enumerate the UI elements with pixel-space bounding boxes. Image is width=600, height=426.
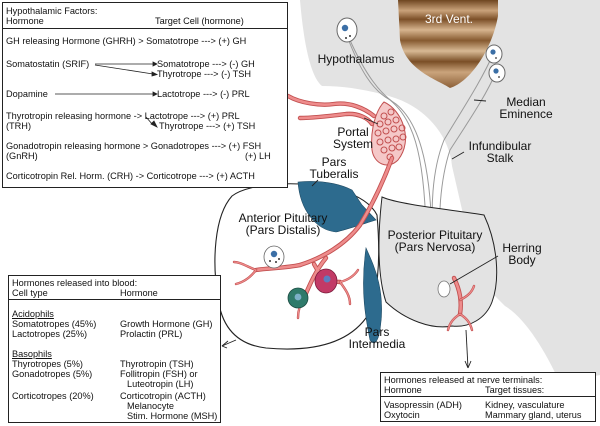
factor-row-srif-target-1: Somatotrope ---> (-) GH xyxy=(157,59,255,69)
nerve-hormone-oxytocin: Oxytocin xyxy=(384,410,420,420)
acidophils-heading: Acidophils xyxy=(12,309,54,319)
blood-header-rule xyxy=(9,299,220,300)
pars-tuberalis xyxy=(297,181,377,233)
baso-hormone-msh: Stim. Hormone (MSH) xyxy=(127,411,218,421)
factor-row-dopamine: Dopamine xyxy=(6,89,48,99)
baso-hormone-melanocyte: Melanocyte xyxy=(127,401,174,411)
factor-row-crh: Corticotropin Rel. Horm. (CRH) -> Cortic… xyxy=(6,171,255,181)
factor-row-trh: Thyrotropin releasing hormone -> Lactotr… xyxy=(6,111,240,121)
factor-row-trh-abbr: (TRH) xyxy=(6,121,32,131)
baso-hormone-tsh: Thyrotropin (TSH) xyxy=(120,359,194,369)
label-posterior-pituitary: Posterior Pituitary(Pars Nervosa) xyxy=(387,228,483,254)
nerve-box-title: Hormones released at nerve terminals: xyxy=(384,375,543,385)
label-anterior-pituitary: Anterior Pituitary(Pars Distalis) xyxy=(238,211,328,237)
portal-capillary-plexus xyxy=(371,101,407,166)
baso-cell-thyrotropes: Thyrotropes (5%) xyxy=(12,359,83,369)
baso-hormone-lh: Luteotropin (LH) xyxy=(127,379,194,389)
nerve-target-kidney: Kidney, vasculature xyxy=(485,400,565,410)
label-third-ventricle: 3rd Vent. xyxy=(424,12,474,26)
factor-row-gnrh-target-2: (+) LH xyxy=(245,151,271,161)
nerve-hormone-vasopressin: Vasopressin (ADH) xyxy=(384,400,462,410)
baso-cell-corticotropes: Corticotropes (20%) xyxy=(12,391,94,401)
blood-box-title: Hormones released into blood: xyxy=(12,278,138,288)
hypothalamic-header-rule xyxy=(3,28,287,29)
hypothalamic-col-target: Target Cell (hormone) xyxy=(155,16,244,26)
factor-arrows xyxy=(55,61,159,128)
hypothalamus-tissue xyxy=(300,0,600,383)
basophils-heading: Basophils xyxy=(12,349,52,359)
nerve-col-hormone: Hormone xyxy=(384,385,422,395)
baso-cell-gonadotropes: Gonadotropes (5%) xyxy=(12,369,93,379)
pars-intermedia xyxy=(363,246,382,343)
blood-col-cell: Cell type xyxy=(12,288,48,298)
nerve-terminal-hormones-box: Hormones released at nerve terminals: Ho… xyxy=(380,372,596,422)
herring-body xyxy=(437,280,451,298)
factor-row-trh-target-2: Thyrotrope ---> (+) TSH xyxy=(159,121,256,131)
hypothalamic-factors-box: Hypothalamic Factors: Hormone Target Cel… xyxy=(2,2,288,188)
nerve-col-target: Target tissues: xyxy=(485,385,545,395)
factor-row-srif-target-2: Thyrotrope ---> (-) TSH xyxy=(157,69,252,79)
baso-hormone-fsh: Follitropin (FSH) or xyxy=(120,369,198,379)
factor-row-gnrh-abbr: (GnRH) xyxy=(6,151,38,161)
baso-hormone-acth: Corticotropin (ACTH) xyxy=(120,391,206,401)
hypothalamic-neurons xyxy=(336,17,506,83)
factor-row-dopamine-target: Lactotrope ---> (-) PRL xyxy=(157,89,250,99)
acid-cell-lactotropes: Lactotropes (25%) xyxy=(12,329,88,339)
factor-row-srif: Somatostatin (SRIF) xyxy=(6,59,90,69)
nerve-target-mammary: Mammary gland, uterus xyxy=(485,410,582,420)
hypothalamic-box-title: Hypothalamic Factors: xyxy=(6,6,98,16)
acid-hormone-prl: Prolactin (PRL) xyxy=(120,329,183,339)
blood-hormones-box: Hormones released into blood: Cell type … xyxy=(8,275,221,423)
leader-lines xyxy=(221,99,499,369)
factor-row-gnrh: Gonadotropin releasing hormone > Gonadot… xyxy=(6,141,262,151)
factor-row-ghrh: GH releasing Hormone (GHRH) > Somatotrop… xyxy=(6,36,247,46)
blood-col-hormone: Hormone xyxy=(120,288,158,298)
acid-cell-somatotropes: Somatotropes (45%) xyxy=(12,319,97,329)
posterior-lobe xyxy=(378,196,498,328)
hypothalamic-col-hormone: Hormone xyxy=(6,16,44,26)
acid-hormone-gh: Growth Hormone (GH) xyxy=(120,319,213,329)
anterior-cells xyxy=(263,245,338,309)
third-ventricle xyxy=(398,0,498,88)
nerve-header-rule xyxy=(381,396,595,397)
label-hypothalamus: Hypothalamus xyxy=(317,52,395,66)
